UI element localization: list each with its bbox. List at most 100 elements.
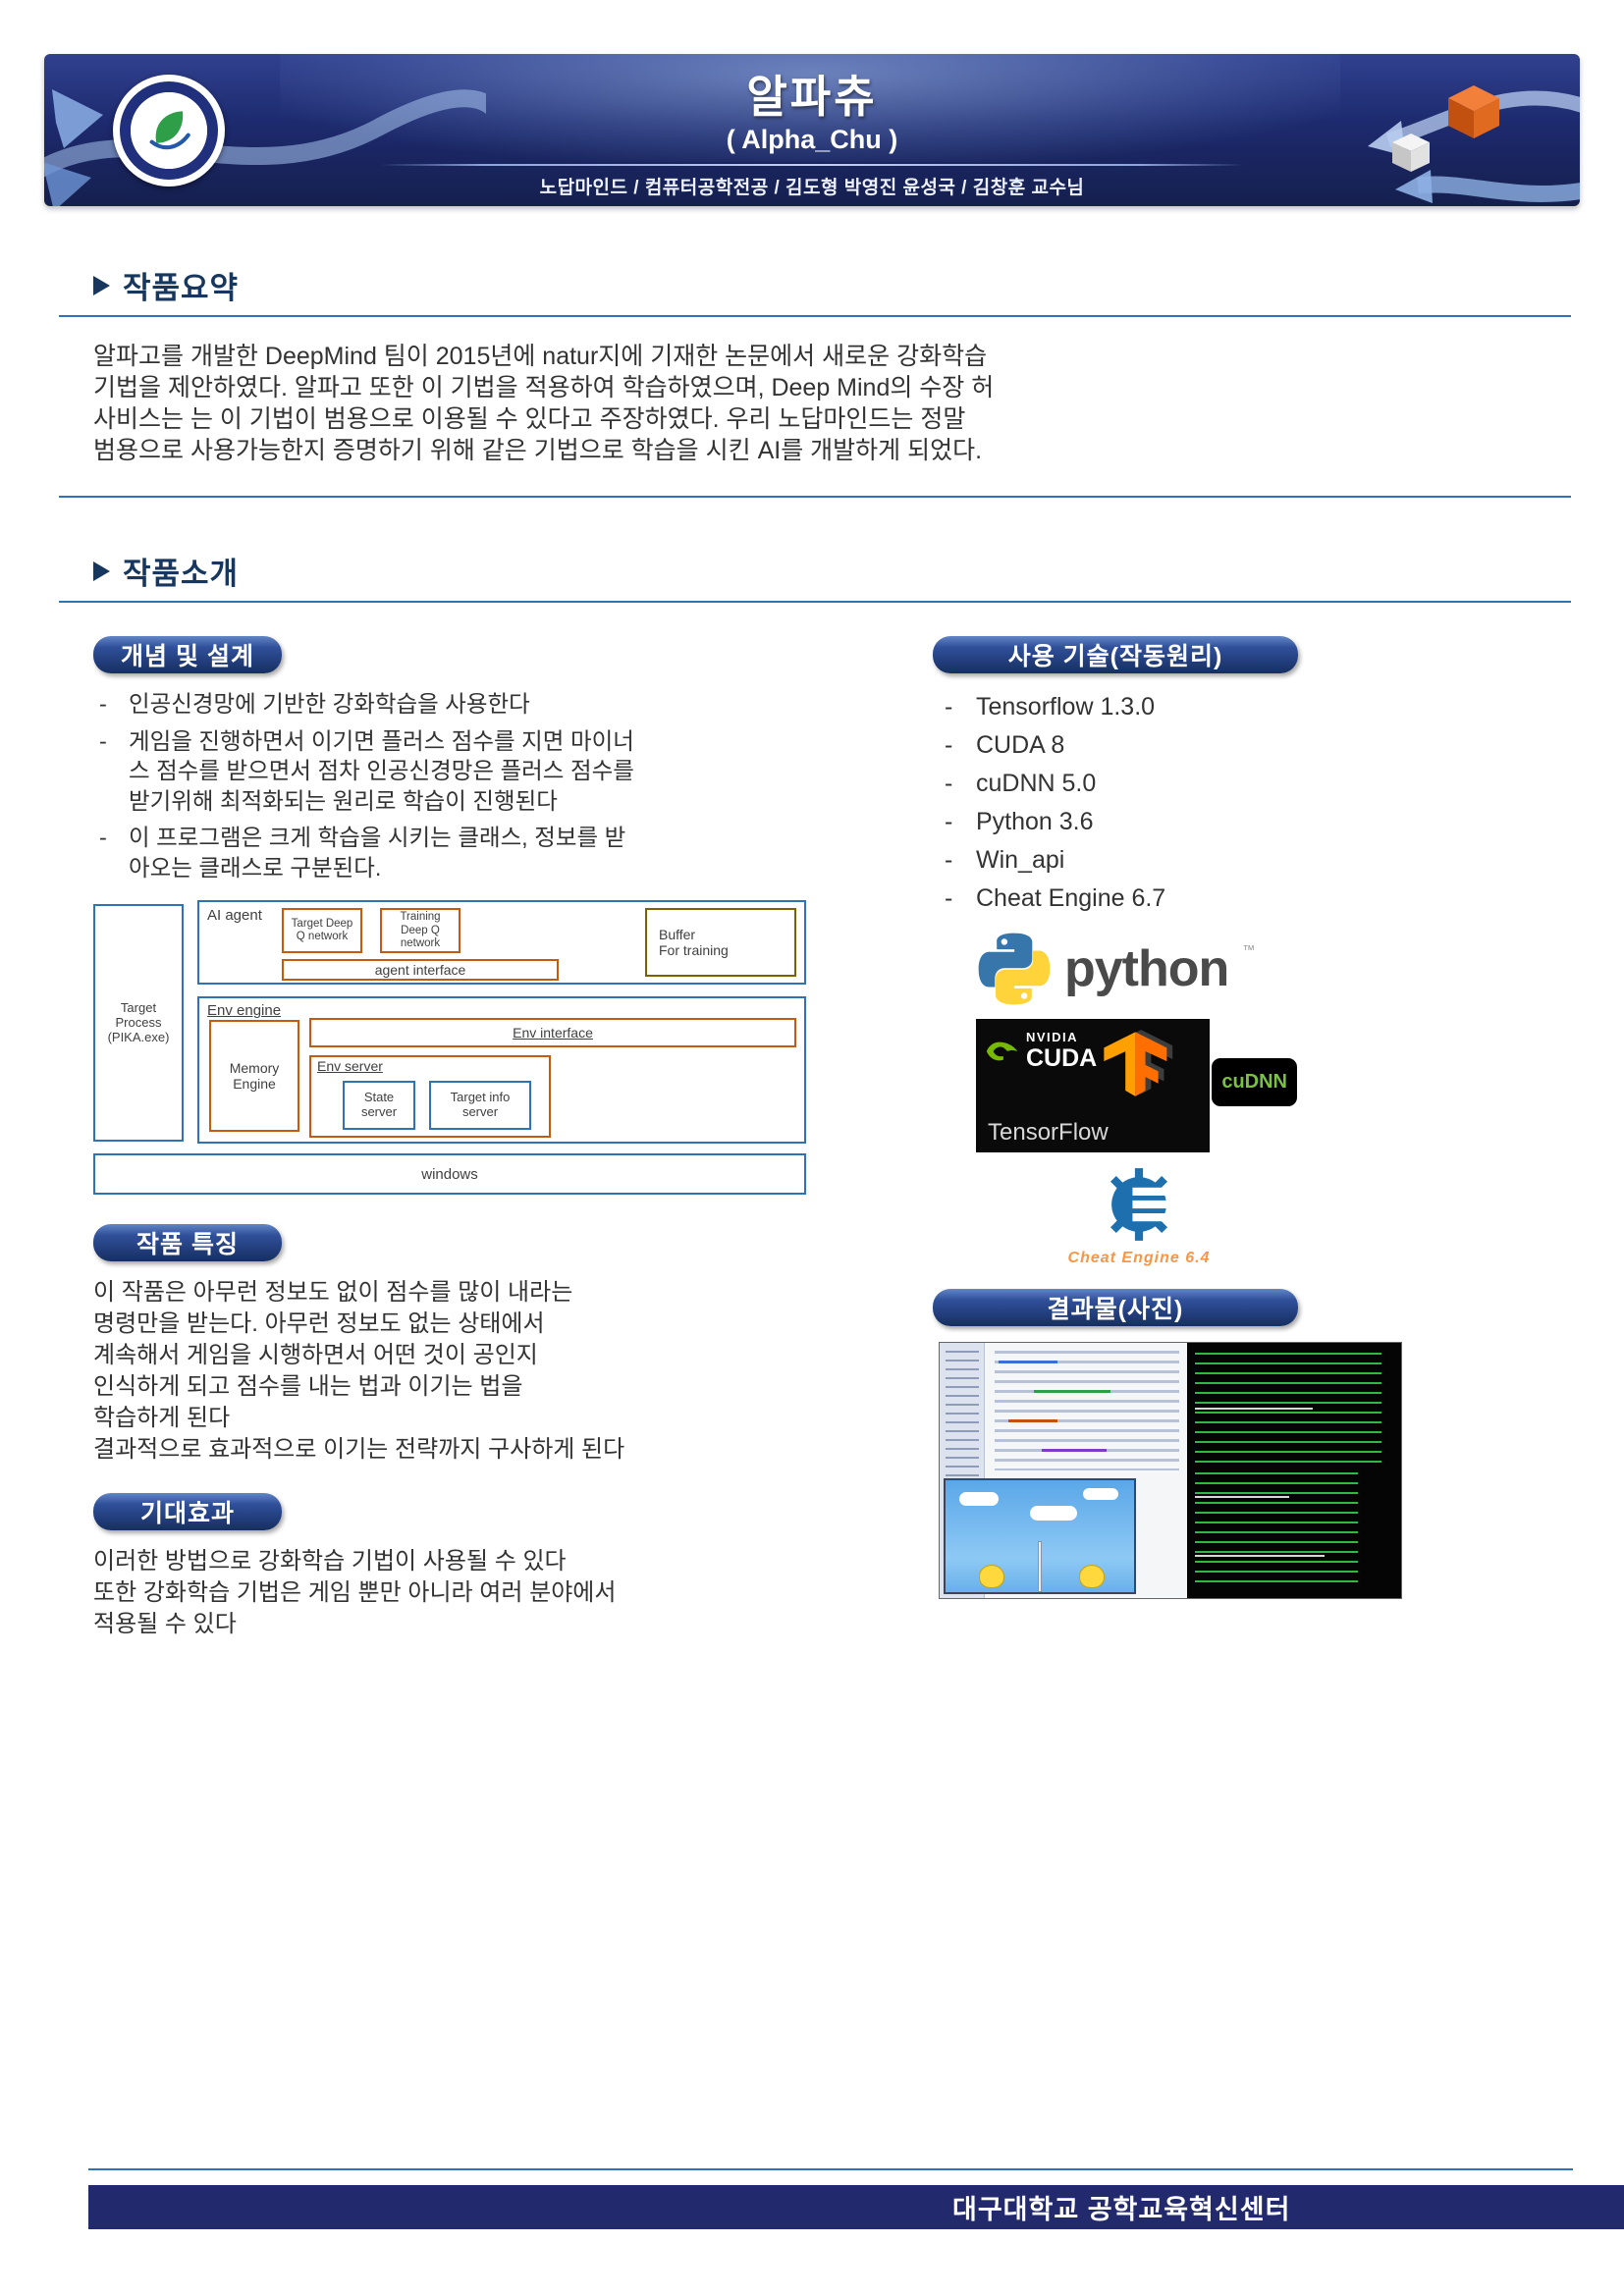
diagram-state-server-box: State server bbox=[343, 1081, 415, 1131]
diagram-memory-engine-box: Memory Engine bbox=[209, 1020, 299, 1133]
diagram-windows-box: windows bbox=[93, 1153, 806, 1196]
section-title: 작품요약 bbox=[123, 271, 240, 305]
summary-paragraph: 알파고를 개발한 DeepMind 팀이 2015년에 natur지에 기재한 … bbox=[93, 343, 995, 464]
diagram-env-engine-label: Env engine bbox=[207, 1002, 282, 1020]
tech-list: Tensorflow 1.3.0 CUDA 8 cuDNN 5.0 Python… bbox=[933, 693, 1409, 913]
code-accent bbox=[1008, 1419, 1057, 1422]
tech-item: Win_api bbox=[933, 846, 1409, 875]
cheat-engine-wordmark: Cheat Engine 6.4 bbox=[1067, 1250, 1211, 1266]
architecture-diagram: Target Process (PIKA.exe) AI agent Targe… bbox=[93, 900, 810, 1197]
python-wordmark: python bbox=[1064, 940, 1229, 997]
diagram-env-server-label: Env server bbox=[317, 1058, 383, 1075]
pikachu-character bbox=[1079, 1565, 1105, 1588]
diagram-label: Target Deep Q network bbox=[291, 918, 353, 943]
white-cube-decoration bbox=[1392, 133, 1430, 172]
diagram-env-interface-box: Env interface bbox=[309, 1018, 796, 1048]
cloud-decoration bbox=[1030, 1506, 1077, 1521]
features-badge: 작품 특징 bbox=[93, 1224, 282, 1262]
terminal-log-lines bbox=[1195, 1472, 1358, 1588]
diagram-ai-agent-label: AI agent bbox=[207, 907, 262, 925]
university-logo-ring bbox=[120, 80, 218, 180]
left-column: 개념 및 설계 인공신경망에 기반한 강화학습을 사용한다 게임을 진행하면서 … bbox=[93, 636, 815, 1639]
code-lines bbox=[995, 1351, 1179, 1470]
banner-divider bbox=[380, 164, 1244, 167]
training-log-terminal bbox=[1187, 1343, 1401, 1598]
tech-item: Python 3.6 bbox=[933, 808, 1409, 836]
nvidia-cuda-logo: NVIDIA CUDA bbox=[986, 1031, 1097, 1071]
diagram-agent-interface-box: agent interface bbox=[282, 959, 559, 982]
poster-title: 알파츄 bbox=[746, 72, 878, 122]
summary-heading: 작품요약 bbox=[59, 263, 1571, 307]
terminal-highlight-line bbox=[1195, 1555, 1325, 1557]
python-logo: python ™ bbox=[978, 933, 1409, 1005]
university-logo-emblem bbox=[131, 91, 207, 169]
tech-item: cuDNN 5.0 bbox=[933, 770, 1409, 798]
leaf-icon bbox=[149, 110, 190, 149]
diagram-target-q-box: Target Deep Q network bbox=[282, 908, 362, 954]
result-screenshot bbox=[939, 1342, 1402, 1599]
concept-bullet: 이 프로그램은 크게 학습을 시키는 클래스, 정보를 받 아오는 클래스로 구… bbox=[93, 823, 815, 882]
terminal-highlight-line bbox=[1195, 1496, 1289, 1498]
diagram-target-info-server-box: Target info server bbox=[429, 1081, 531, 1131]
results-badge: 결과물(사진) bbox=[933, 1289, 1298, 1326]
tech-item: CUDA 8 bbox=[933, 731, 1409, 760]
tensorflow-icon bbox=[1104, 1030, 1173, 1096]
banner-title-block: 알파츄 ( Alpha_Chu ) 노답마인드 / 컴퓨터공학전공 / 김도형 … bbox=[44, 74, 1580, 199]
poster-subtitle: ( Alpha_Chu ) bbox=[726, 125, 898, 155]
nvidia-eye-icon bbox=[986, 1041, 1018, 1060]
cloud-decoration bbox=[959, 1492, 999, 1506]
footer-divider-rule bbox=[88, 2168, 1573, 2170]
code-accent bbox=[999, 1361, 1057, 1363]
two-column-layout: 개념 및 설계 인공신경망에 기반한 강화학습을 사용한다 게임을 진행하면서 … bbox=[59, 636, 1571, 1639]
header-banner: 알파츄 ( Alpha_Chu ) 노답마인드 / 컴퓨터공학전공 / 김도형 … bbox=[44, 54, 1580, 206]
nvidia-wordmark: NVIDIA bbox=[1026, 1030, 1079, 1044]
effects-paragraph: 이러한 방법으로 강화학습 기법이 사용될 수 있다 또한 강화학습 기법은 게… bbox=[93, 1547, 617, 1637]
intro-heading: 작품소개 bbox=[59, 549, 1571, 593]
game-screenshot bbox=[944, 1478, 1136, 1594]
cuda-text-block: NVIDIA CUDA bbox=[1026, 1031, 1097, 1071]
diagram-label: agent interface bbox=[374, 962, 466, 979]
orange-cube-decoration bbox=[1448, 85, 1499, 138]
python-icon bbox=[978, 933, 1051, 1005]
code-accent bbox=[1042, 1449, 1107, 1452]
divider-rule bbox=[59, 601, 1571, 603]
footer-center-name: 대구대학교 공학교육혁신센터 bbox=[952, 2195, 1291, 2224]
section-arrow-icon bbox=[93, 275, 110, 295]
divider-rule bbox=[59, 315, 1571, 317]
diagram-label: Buffer For training bbox=[659, 927, 729, 959]
cheat-engine-logo: Cheat Engine 6.4 bbox=[976, 1164, 1302, 1267]
world-map-decoration bbox=[280, 54, 1340, 162]
cheat-engine-gear-icon bbox=[1110, 1168, 1173, 1241]
right-column: 사용 기술(작동원리) Tensorflow 1.3.0 CUDA 8 cuDN… bbox=[933, 636, 1409, 1639]
pikachu-character bbox=[979, 1565, 1004, 1588]
tech-item: Tensorflow 1.3.0 bbox=[933, 693, 1409, 721]
diagram-label: Training Deep Q network bbox=[400, 911, 441, 949]
footer-bar: 대구대학교 공학교육혁신센터 bbox=[88, 2185, 1624, 2229]
concept-bullet: 게임을 진행하면서 이기면 플러스 점수를 지면 마이너 스 점수를 받으면서 … bbox=[93, 726, 815, 817]
terminal-highlight-line bbox=[1195, 1408, 1313, 1410]
university-logo bbox=[113, 74, 225, 187]
diagram-target-process-box: Target Process (PIKA.exe) bbox=[93, 904, 184, 1143]
diagram-training-q-box: Training Deep Q network bbox=[380, 908, 460, 954]
diagram-label: Env interface bbox=[513, 1025, 593, 1041]
tech-item: Cheat Engine 6.7 bbox=[933, 884, 1409, 913]
features-paragraph: 이 작품은 아무런 정보도 없이 점수를 많이 내라는 명령만을 받는다. 아무… bbox=[93, 1279, 625, 1463]
concept-badge: 개념 및 설계 bbox=[93, 636, 282, 673]
concept-bullet: 인공신경망에 기반한 강화학습을 사용한다 bbox=[93, 689, 815, 720]
tensorflow-cuda-cudnn-logos: NVIDIA CUDA TensorFlow cuDNN bbox=[976, 1019, 1302, 1152]
code-accent bbox=[1034, 1390, 1110, 1393]
volleyball-net bbox=[1038, 1541, 1042, 1592]
tech-badge: 사용 기술(작동원리) bbox=[933, 636, 1298, 673]
diagram-label: State server bbox=[360, 1090, 398, 1120]
section-arrow-icon bbox=[93, 561, 110, 581]
trademark-symbol: ™ bbox=[1242, 942, 1256, 957]
diagram-label: Memory Engine bbox=[229, 1060, 280, 1093]
divider-rule bbox=[59, 496, 1571, 498]
team-credit-line: 노답마인드 / 컴퓨터공학전공 / 김도형 박영진 윤성국 / 김창훈 교수님 bbox=[539, 178, 1085, 199]
ribbon-decoration-left bbox=[44, 89, 486, 206]
diagram-label: Target Process (PIKA.exe) bbox=[107, 999, 170, 1044]
tensorflow-wordmark: TensorFlow bbox=[988, 1119, 1109, 1146]
cuda-wordmark: CUDA bbox=[1026, 1044, 1098, 1072]
cloud-decoration bbox=[1083, 1488, 1118, 1500]
concept-bullet-list: 인공신경망에 기반한 강화학습을 사용한다 게임을 진행하면서 이기면 플러스 … bbox=[93, 689, 815, 882]
